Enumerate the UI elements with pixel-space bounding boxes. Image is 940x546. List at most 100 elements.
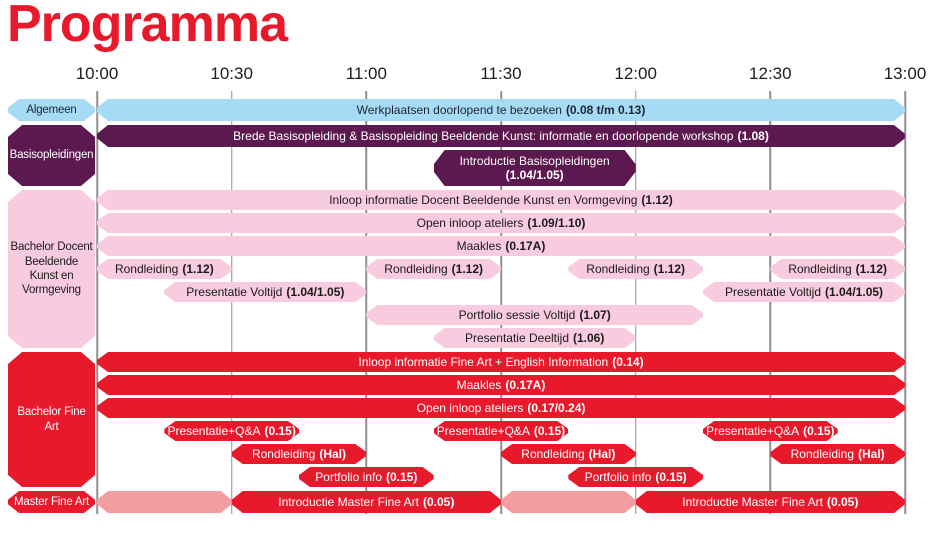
bar-text: Introductie Master Fine Art	[278, 495, 419, 509]
bar-text: Rondleiding	[790, 447, 855, 461]
bar-text: Introductie Basisopleidingen	[459, 153, 610, 168]
schedule-bar: Rondleiding(1.12)	[97, 259, 232, 279]
section-label-algemeen: Algemeen	[8, 99, 95, 121]
bar-room-number: (0.08 t/m 0.13)	[565, 103, 646, 117]
schedule-bar: Introductie Basisopleidingen(1.04/1.05)	[434, 150, 636, 186]
schedule-row: Introductie Basisopleidingen(1.04/1.05)	[97, 150, 905, 186]
schedule-bar: Presentatie+Q&A(0.15)	[164, 421, 299, 441]
section-label-basisopleidingen: Basisopleidingen	[8, 125, 95, 186]
bar-text: Rondleiding	[586, 262, 650, 276]
schedule-row: Maakles(0.17A)	[97, 236, 905, 256]
bar-text: Maakles	[456, 378, 502, 392]
bar-text: Rondleiding	[521, 447, 585, 461]
bar-text: Inloop informatie Docent Beeldende Kunst…	[329, 193, 638, 207]
bar-room-number: (1.12)	[451, 262, 484, 276]
time-tick-label: 11:00	[345, 64, 387, 83]
bar-text: Portfolio info	[584, 470, 652, 484]
gridline	[769, 91, 772, 514]
schedule-bar: Open inloop ateliers(1.09/1.10)	[97, 213, 905, 233]
schedule-row: Inloop informatie Fine Art + English Inf…	[97, 352, 905, 372]
gridline	[500, 91, 502, 514]
schedule-row: Presentatie+Q&A(0.15)Presentatie+Q&A(0.1…	[97, 421, 905, 441]
bar-room-number: (1.09/1.10)	[527, 216, 586, 230]
bar-text: Portfolio info	[315, 470, 382, 484]
bar-room-number: (1.08)	[737, 129, 769, 143]
bar-room-number: (0.17A)	[505, 378, 546, 392]
schedule-row: Rondleiding(Hal)Rondleiding(Hal)Rondleid…	[97, 444, 905, 464]
bar-text: Presentatie Voltijd	[186, 285, 283, 299]
bar-room-number: (1.06)	[573, 331, 605, 345]
bar-room-number: (0.14)	[612, 355, 644, 369]
bar-room-number: (0.05)	[423, 495, 455, 509]
schedule-row: Portfolio info(0.15)Portfolio info(0.15)	[97, 467, 905, 487]
section-rows: Introductie Master Fine Art(0.05)Introdu…	[97, 491, 905, 513]
bar-text: Presentatie Voltijd	[724, 285, 821, 299]
section-label-bachelor-docent: Bachelor Docent Beeldende Kunst en Vormg…	[8, 190, 95, 348]
section-rows: Inloop informatie Fine Art + English Inf…	[97, 352, 905, 487]
schedule-row: Rondleiding(1.12)Rondleiding(1.12)Rondle…	[97, 259, 905, 279]
time-tick-label: 11:30	[480, 64, 522, 83]
bar-room-number: (0.17A)	[505, 239, 546, 253]
bar-text: Introductie Master Fine Art	[682, 495, 823, 509]
gridline	[96, 91, 98, 514]
section-basisopleidingen: Basisopleidingen Brede Basisopleiding & B…	[8, 125, 905, 186]
bar-room-number: (0.15)	[803, 424, 835, 438]
bar-room-number: (1.04/1.05)	[286, 285, 345, 299]
filler-bar	[97, 491, 232, 513]
bar-text: Portfolio sessie Voltijd	[458, 308, 576, 322]
bar-text: Inloop informatie Fine Art + English Inf…	[358, 355, 609, 369]
section-bachelor-fine-art: Bachelor Fine Art Inloop informatie Fine …	[8, 352, 905, 487]
gridline	[230, 91, 233, 514]
schedule-bar: Maakles(0.17A)	[97, 236, 905, 256]
schedule-row: Werkplaatsen doorlopend te bezoeken(0.08…	[97, 99, 905, 121]
bar-room-number: (0.17/0.24)	[527, 401, 586, 415]
schedule-bar: Portfolio info(0.15)	[568, 467, 703, 487]
bar-room-number: (0.05)	[827, 495, 859, 509]
bar-text: Presentatie+Q&A	[706, 424, 800, 438]
schedule-bar: Introductie Master Fine Art (0.05)	[232, 491, 501, 513]
schedule-bar: Rondleiding(Hal)	[232, 444, 367, 464]
bar-room-number: (1.12)	[653, 262, 686, 276]
schedule-bar: Rondleiding(1.12)	[568, 259, 703, 279]
schedule-row: Inloop informatie Docent Beeldende Kunst…	[97, 190, 905, 210]
bar-text: Rondleiding	[788, 262, 852, 276]
schedule-bar: Maakles(0.17A)	[97, 375, 905, 395]
bar-text: Brede Basisopleiding & Basisopleiding Be…	[233, 129, 734, 143]
bar-room-number: (Hal)	[319, 447, 347, 461]
schedule-row: Portfolio sessie Voltijd(1.07)	[97, 305, 905, 325]
schedule-bar: Presentatie+Q&A(0.15)	[434, 421, 569, 441]
bar-room-number: (0.15)	[533, 424, 566, 438]
section-rows: Werkplaatsen doorlopend te bezoeken(0.08…	[97, 99, 905, 121]
bar-room-number: (1.04/1.05)	[825, 285, 884, 299]
schedule-bar: Presentatie Voltijd(1.04/1.05)	[164, 282, 366, 302]
schedule-bar: Werkplaatsen doorlopend te bezoeken(0.08…	[97, 99, 905, 121]
schedule-bar: Introductie Master Fine Art (0.05)	[636, 491, 905, 513]
schedule-bar: Presentatie Voltijd (1.04/1.05)	[703, 282, 905, 302]
bar-text: Rondleiding	[384, 262, 448, 276]
bar-room-number: (Hal)	[588, 447, 616, 461]
schedule-row: Maakles(0.17A)	[97, 375, 905, 395]
time-tick-label: 12:30	[749, 64, 792, 83]
bar-room-number: (1.07)	[579, 308, 611, 322]
bar-room-number: (1.12)	[182, 262, 214, 276]
schedule-bar: Rondleiding(1.12)	[770, 259, 905, 279]
bar-room-number: (0.15)	[264, 424, 296, 438]
section-master-fine-art: Master Fine Art Introductie Master Fine A…	[8, 491, 905, 513]
bar-text: Rondleiding	[114, 262, 179, 276]
schedule-bar: Portfolio sessie Voltijd(1.07)	[366, 305, 703, 325]
schedule-row: Open inloop ateliers(1.09/1.10)	[97, 213, 905, 233]
section-label-master-fine-art: Master Fine Art	[8, 491, 95, 513]
section-rows: Inloop informatie Docent Beeldende Kunst…	[97, 190, 905, 348]
schedule-row: Presentatie Voltijd(1.04/1.05)Presentati…	[97, 282, 905, 302]
bar-text: Open inloop ateliers	[416, 401, 524, 415]
schedule-bar: Brede Basisopleiding & Basisopleiding Be…	[97, 125, 905, 147]
gridline	[634, 91, 637, 514]
time-tick-label: 13:00	[883, 64, 927, 83]
time-tick-label: 10:30	[210, 64, 253, 83]
grid-layer	[96, 91, 906, 514]
schedule-bar: Inloop informatie Docent Beeldende Kunst…	[97, 190, 905, 210]
bar-text: Maakles	[456, 239, 502, 253]
section-label-bachelor-fine-art: Bachelor Fine Art	[8, 352, 95, 487]
